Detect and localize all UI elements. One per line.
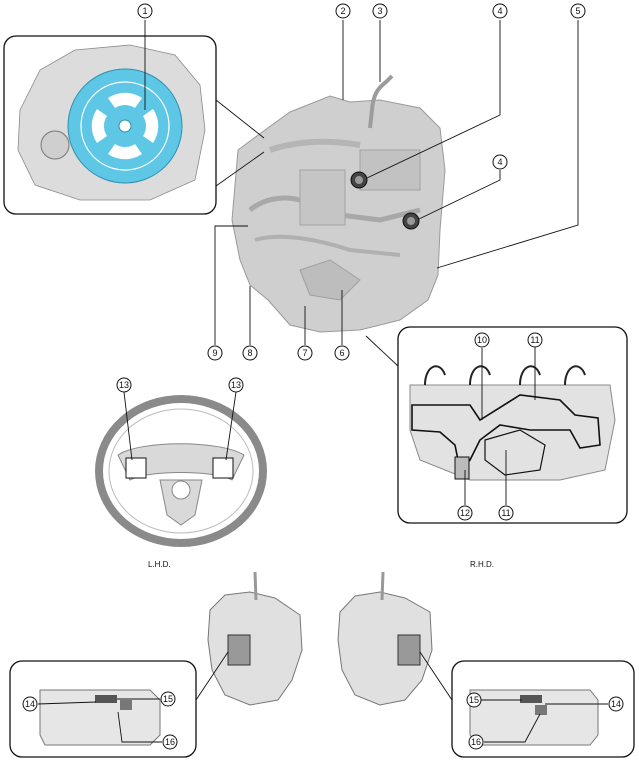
svg-text:9: 9 (212, 348, 217, 358)
svg-text:4: 4 (497, 6, 502, 16)
lhd-label: L.H.D. (148, 560, 171, 569)
callout-1: 1 (137, 3, 153, 19)
callout-4: 4 (492, 3, 508, 19)
switch-inset-lhd (9, 660, 197, 758)
callout-16-lhd: 16 (162, 734, 178, 750)
callout-6: 6 (334, 345, 350, 361)
flexplate-inset (3, 35, 217, 215)
svg-text:13: 13 (231, 380, 241, 390)
callout-2: 2 (335, 3, 351, 19)
harness-11 (411, 394, 601, 472)
leader-lines (37, 20, 608, 743)
transaxle-assembly (231, 74, 446, 333)
svg-text:3: 3 (377, 6, 382, 16)
callout-4-second: 4 (492, 154, 508, 170)
shifter-lhd (207, 571, 303, 706)
callout-15-rhd: 15 (466, 692, 482, 708)
callout-5: 5 (570, 3, 586, 19)
callout-14-lhd: 14 (22, 696, 38, 712)
svg-text:8: 8 (247, 348, 252, 358)
callout-11: 11 (527, 332, 543, 348)
svg-text:4: 4 (497, 157, 502, 167)
shifter-rhd (337, 571, 433, 706)
callout-3: 3 (372, 3, 388, 19)
svg-text:13: 13 (119, 380, 129, 390)
svg-text:15: 15 (163, 694, 173, 704)
svg-text:12: 12 (460, 508, 470, 518)
svg-text:11: 11 (501, 508, 510, 518)
svg-text:10: 10 (477, 335, 487, 345)
callout-16-rhd: 16 (468, 734, 484, 750)
svg-text:1: 1 (142, 6, 147, 16)
callout-15-lhd: 15 (160, 691, 176, 707)
svg-text:11: 11 (530, 335, 539, 345)
callout-13-right: 13 (228, 377, 244, 393)
rhd-label: R.H.D. (470, 560, 494, 569)
svg-text:14: 14 (25, 699, 35, 709)
callout-12: 12 (457, 505, 473, 521)
callout-14-rhd: 14 (608, 696, 624, 712)
steering-wheel (95, 395, 267, 547)
callout-10: 10 (474, 332, 490, 348)
callout-13-left: 13 (116, 377, 132, 393)
callout-9: 9 (207, 345, 223, 361)
svg-text:5: 5 (575, 6, 580, 16)
svg-text:6: 6 (339, 348, 344, 358)
callout-11-second: 11 (498, 505, 514, 521)
valve-body-inset (397, 326, 628, 524)
svg-text:16: 16 (471, 737, 481, 747)
callout-7: 7 (297, 345, 313, 361)
svg-text:7: 7 (302, 348, 307, 358)
svg-text:16: 16 (165, 737, 175, 747)
svg-text:15: 15 (469, 695, 479, 705)
callout-8: 8 (242, 345, 258, 361)
svg-text:14: 14 (611, 699, 621, 709)
svg-text:2: 2 (340, 6, 345, 16)
